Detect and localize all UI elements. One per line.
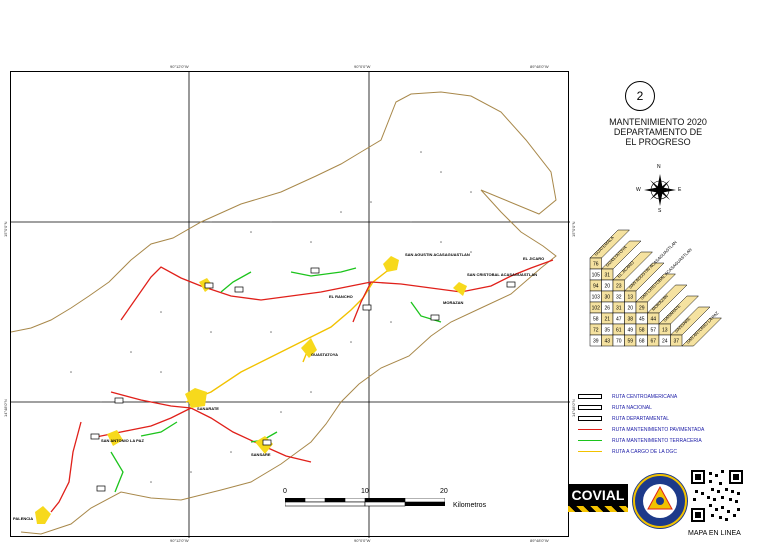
coord-label: 14°48'0"N (3, 399, 8, 417)
coord-label: 90°0'0"W (354, 538, 371, 543)
table-cell-value: 30 (604, 295, 610, 301)
place-label: SAN ANTONIO LA PAZ (101, 438, 144, 443)
route-shields (90, 267, 516, 492)
dirt-routes (110, 267, 442, 493)
map-canvas[interactable]: SAN AGUSTIN ACASAGUASTLAN SAN CRISTOBAL … (11, 72, 570, 538)
legend-label: RUTA NACIONAL (612, 405, 652, 411)
table-cell-value: 44 (650, 317, 656, 323)
table-cell-value: 26 (604, 306, 610, 312)
legend-line-swatch (578, 429, 602, 431)
legend-item: RUTA NACIONAL (578, 405, 652, 415)
place-label: SANSARE (251, 452, 271, 457)
table-cell-value: 29 (639, 306, 645, 312)
place-label: SAN AGUSTIN ACASAGUASTLAN (405, 252, 470, 257)
coord-label: 90°12'0"W (170, 538, 189, 543)
table-cell-value: 67 (650, 339, 656, 345)
scale-unit: Kilometros (453, 502, 487, 509)
table-cell-value: 23 (616, 284, 622, 290)
table-cell-value: 32 (616, 295, 622, 301)
table-cell-value: 59 (627, 339, 633, 345)
legend-line-swatch (578, 440, 602, 442)
table-cell-value: 58 (593, 317, 599, 323)
department-boundary (11, 91, 557, 535)
legend-item: RUTA DEPARTAMENTAL (578, 416, 669, 426)
place-label: SANARATE (197, 406, 219, 411)
table-cell-value: 76 (593, 262, 599, 268)
table-cell-value: 47 (616, 317, 622, 323)
legend-label: RUTA MANTENIMIENTO TERRACERIA (612, 438, 702, 444)
scale-tick: 20 (440, 488, 448, 495)
table-cell-value: 72 (593, 328, 599, 334)
map-title: MANTENIMIENTO 2020 DEPARTAMENTO DE EL PR… (609, 117, 707, 147)
place-label: EL JICARO (523, 256, 544, 261)
table-cell-value: 94 (593, 284, 599, 290)
table-cell-value: 58 (639, 328, 645, 334)
legend-label: RUTA DEPARTAMENTAL (612, 416, 670, 422)
legend-label: RUTA MANTENIMIENTO PAVIMENTADA (612, 427, 705, 433)
dgc-routes (185, 267, 392, 403)
coord-label: 90°0'0"W (354, 64, 371, 69)
place-label: SAN CRISTOBAL ACASAGUASTLAN (467, 272, 537, 277)
table-cell-value: 13 (662, 328, 668, 334)
route-shield-icon (578, 405, 602, 411)
place-label: EL RANCHO (329, 294, 353, 299)
scale-tick: 0 (283, 488, 287, 495)
legend-item: RUTA MANTENIMIENTO PAVIMENTADA (578, 427, 704, 437)
coord-label: 15°0'0"N (3, 221, 8, 237)
settlement-areas (35, 256, 467, 524)
table-cell-value: 31 (616, 306, 622, 312)
table-cell-value: 39 (593, 339, 599, 345)
table-cell-value: 105 (592, 273, 601, 279)
table-cell-value: 70 (616, 339, 622, 345)
table-cell-value: 57 (650, 328, 656, 334)
coord-label: 89°48'0"W (530, 538, 549, 543)
legend-label: RUTA CENTROAMERICANA (612, 394, 678, 400)
table-cell-value: 24 (662, 339, 668, 345)
ign-seal-logo (632, 473, 688, 529)
table-cell-value: 35 (604, 328, 610, 334)
route-shield-icon (578, 416, 602, 422)
table-cell-value: 102 (592, 306, 601, 312)
coord-label: 90°12'0"W (170, 64, 189, 69)
scale-tick: 10 (361, 488, 369, 495)
legend-item: RUTA A CARGO DE LA DGC (578, 449, 677, 459)
place-label: PALENCIA (13, 516, 33, 521)
table-cell-value: 13 (627, 295, 633, 301)
table-cell-value: 49 (627, 328, 633, 334)
covial-stripe (568, 506, 628, 512)
village-markers (70, 151, 472, 483)
table-cell-value: 20 (604, 284, 610, 290)
compass-rose-icon: N S W E (636, 164, 682, 214)
table-cell-value: 20 (627, 306, 633, 312)
place-label: GUASTATOYA (311, 352, 338, 357)
coord-label: 14°48'0"N (571, 399, 576, 417)
legend-item: RUTA MANTENIMIENTO TERRACERIA (578, 438, 702, 448)
table-cell-value: 43 (604, 339, 610, 345)
sheet-number: 2 (625, 81, 655, 111)
table-cell (670, 334, 683, 347)
table-cell-value: 61 (616, 328, 622, 334)
table-cell-value: 45 (639, 317, 645, 323)
legend-line-swatch (578, 451, 602, 453)
map-frame: SAN AGUSTIN ACASAGUASTLAN SAN CRISTOBAL … (10, 71, 570, 538)
table-cell-value: 103 (592, 295, 601, 301)
legend: RUTA CENTROAMERICANA RUTA NACIONAL RUTA DE… (578, 394, 768, 464)
coord-label: 15°0'0"N (571, 221, 576, 237)
scale-bar (285, 498, 445, 507)
legend-label: RUTA A CARGO DE LA DGC (612, 449, 677, 455)
route-shield-icon (578, 394, 602, 400)
paved-routes (50, 259, 554, 513)
table-cell-value: 37 (673, 339, 679, 345)
covial-logo: COVIAL (568, 484, 628, 506)
table-cell-value: 31 (604, 273, 610, 279)
place-label: MORAZAN (443, 300, 464, 305)
table-cell-value: 38 (627, 317, 633, 323)
qr-code-icon[interactable] (691, 470, 743, 522)
legend-item: RUTA CENTROAMERICANA (578, 394, 677, 404)
table-cell-value: 21 (604, 317, 610, 323)
coord-label: 89°48'0"W (530, 64, 549, 69)
table-cell-value: 68 (639, 339, 645, 345)
qr-caption: MAPA EN LINEA (688, 530, 741, 537)
